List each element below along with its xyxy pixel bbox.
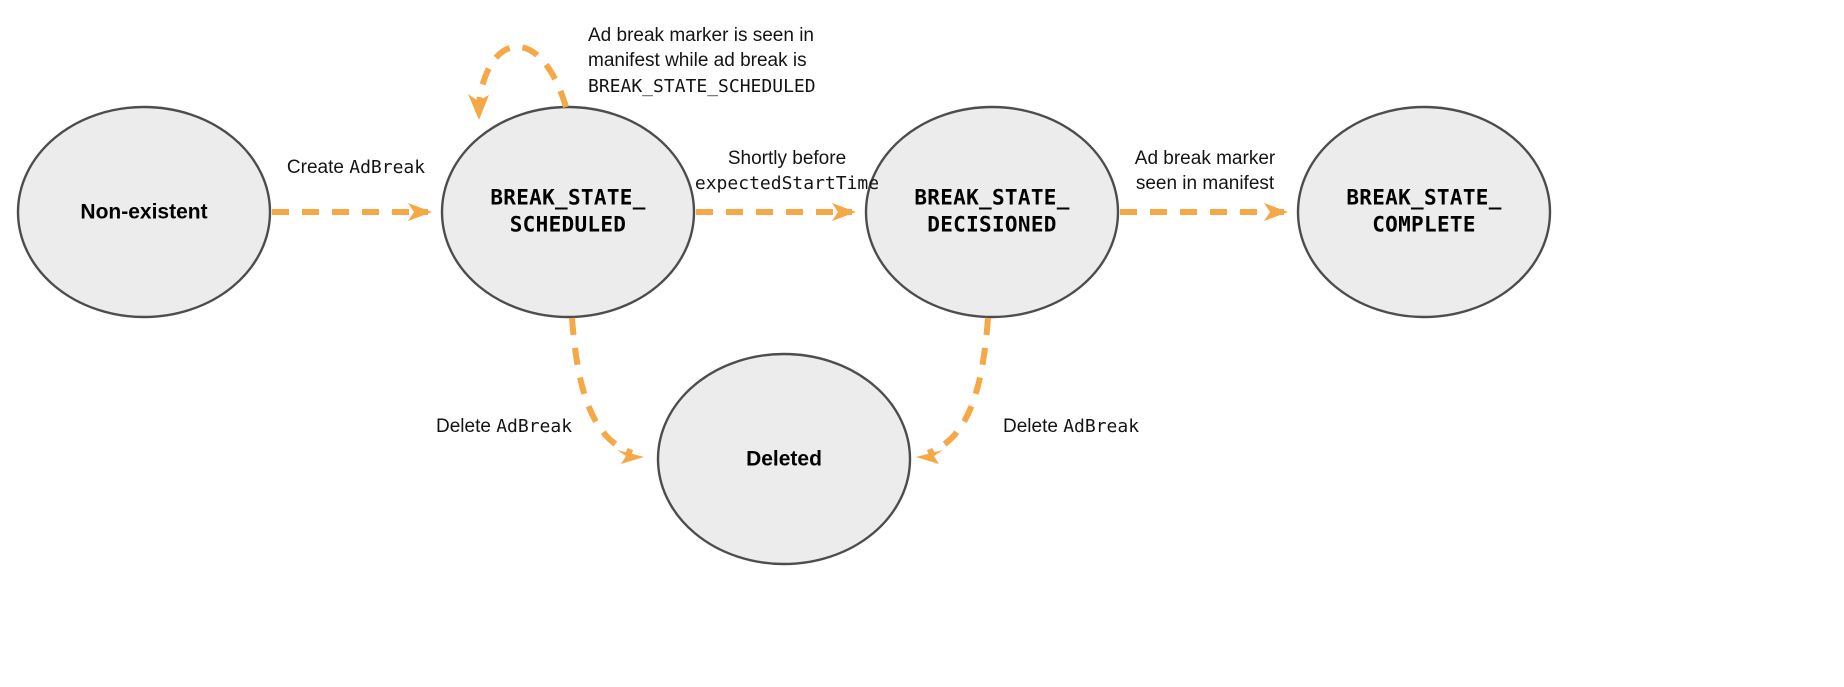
arrowhead-icon (468, 94, 489, 120)
edge-scheduled-to-decisioned (696, 203, 856, 221)
edge-decisioned-to-deleted (916, 317, 991, 464)
node-break-state-complete[interactable] (1296, 105, 1552, 319)
arrowhead-icon (408, 203, 432, 221)
node-deleted[interactable] (656, 352, 912, 566)
edge-create-adbreak (272, 203, 432, 221)
arrowhead-icon (832, 203, 856, 221)
edge-decisioned-to-complete (1120, 203, 1288, 221)
edge-scheduled-to-deleted (569, 317, 644, 464)
node-break-state-decisioned[interactable] (864, 105, 1120, 319)
arrowhead-icon (1264, 203, 1288, 221)
arrowhead-icon (916, 450, 943, 464)
arrowhead-icon (617, 450, 644, 464)
edge-self-loop-marker-seen (468, 43, 569, 120)
node-break-state-scheduled[interactable] (440, 105, 696, 319)
node-non-existent[interactable] (16, 105, 272, 319)
